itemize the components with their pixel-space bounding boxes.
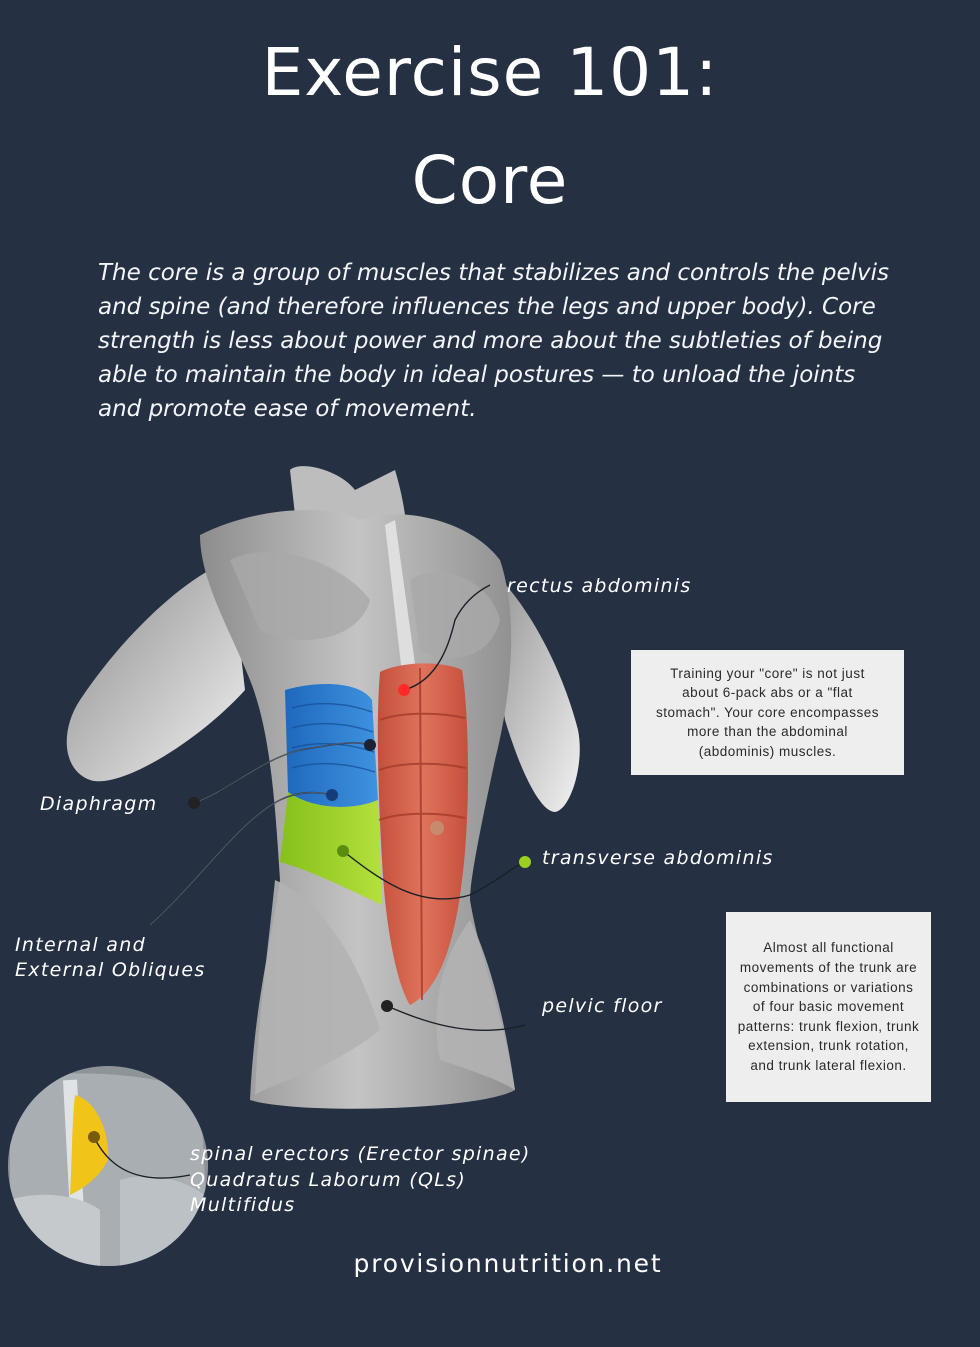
hip-right [436,920,515,1090]
rectus-muscle [377,663,468,1005]
note-training-text: Training your "core" is not just about 6… [656,665,879,759]
pectoral-left [230,552,370,640]
note-training: Training your "core" is not just about 6… [631,650,904,775]
page-title-line1: Exercise 101: [261,34,719,111]
transverse-label-marker [519,856,531,868]
label-obliques-line2: External Obliques [15,959,206,981]
left-arm [66,560,245,782]
footer-website: provisionnutrition.net [353,1249,663,1278]
torso-figure [66,466,580,1109]
label-obliques-line1: Internal and [15,934,146,956]
note-functional: Almost all functional movements of the t… [726,912,931,1102]
rectus-marker [398,684,410,696]
transverse-marker [337,845,349,857]
page-title-line2: Core [411,142,569,219]
diaphragm-marker [364,739,376,751]
diaphragm-marker-outer [188,797,200,809]
transverse-muscle [280,792,382,905]
label-spinal-line3: Multifidus [190,1194,296,1216]
sternum [385,520,420,700]
hip-left [255,880,380,1095]
intro-paragraph: The core is a group of muscles that stab… [98,260,890,422]
label-spinal-line2: Quadratus Laborum (QLs) [190,1169,467,1191]
label-pelvic-floor: pelvic floor [542,995,663,1017]
spinal-leader-line [93,1136,191,1179]
spinal-marker [88,1131,100,1143]
label-spinal-line1: spinal erectors (Erector spinae) [190,1143,531,1165]
navel [430,821,444,835]
label-rectus-abdominis: rectus abdominis [507,575,692,597]
pelvic-marker [381,1000,393,1012]
label-diaphragm: Diaphragm [40,793,158,815]
spinal-erectors-muscle [70,1095,109,1195]
obliques-marker [326,789,338,801]
back-inset [8,1066,208,1266]
label-transverse-abdominis: transverse abdominis [542,847,774,869]
note-functional-text: Almost all functional movements of the t… [737,940,920,1073]
